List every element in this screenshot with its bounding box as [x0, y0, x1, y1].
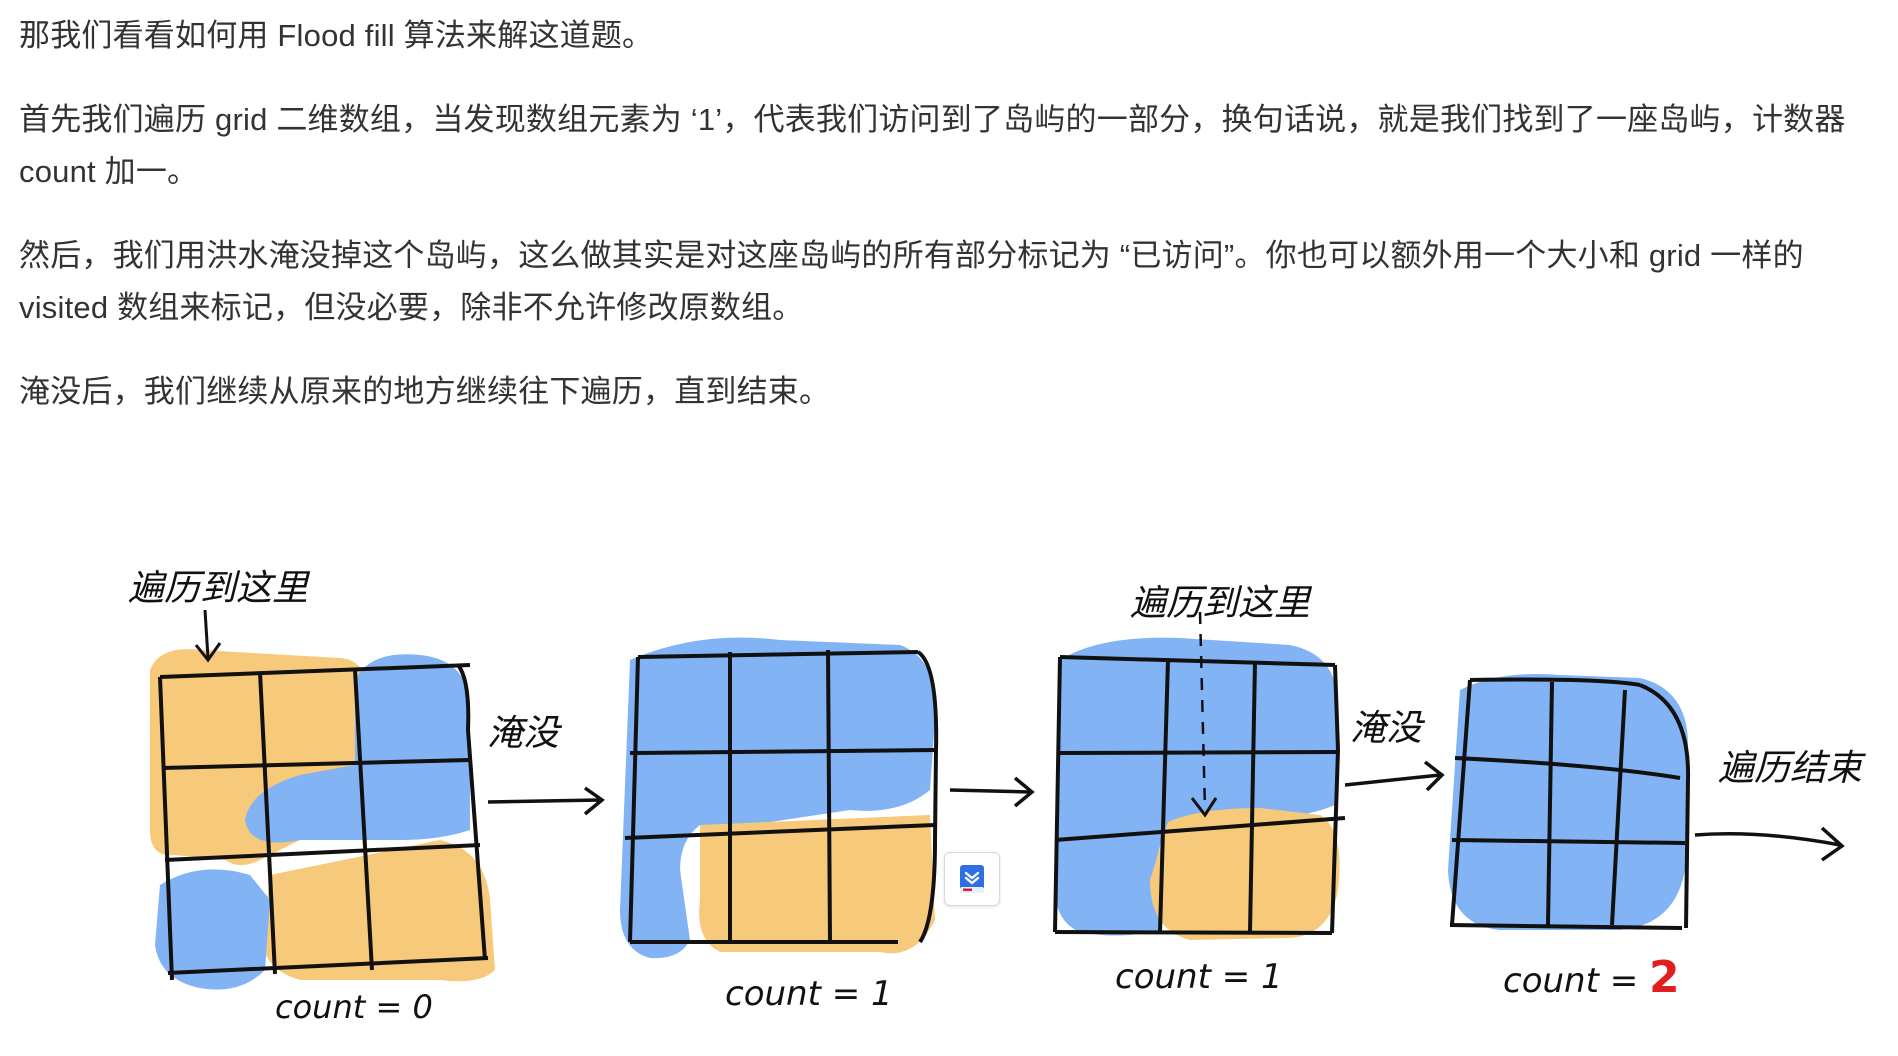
count-4-prefix: count = — [1503, 961, 1649, 1001]
count-1-prefix: count = — [275, 988, 412, 1026]
count-3-prefix: count = — [1115, 957, 1261, 997]
translate-book-icon — [960, 865, 984, 893]
flood-fill-illustration: 遍历到这里 淹没 count = 0 count = 1 — [0, 540, 1898, 1056]
arrow-2 — [949, 776, 1035, 808]
count-label-4: count = 2 — [1503, 952, 1680, 1003]
paragraph-2: 首先我们遍历 grid 二维数组，当发现数组元素为 ‘1’，代表我们访问到了岛屿… — [19, 102, 1846, 189]
article-body: 那我们看看如何用 Flood fill 算法来解这道题。 首先我们遍历 grid… — [19, 10, 1898, 450]
count-label-3: count = 1 — [1115, 957, 1283, 997]
count-4-value: 2 — [1649, 952, 1680, 1003]
label-flood-1: 淹没 — [487, 713, 563, 754]
label-flood-2: 淹没 — [1350, 708, 1426, 749]
count-label-1: count = 0 — [275, 988, 433, 1026]
count-2-prefix: count = — [725, 974, 871, 1014]
arrow-3 — [1344, 760, 1445, 792]
grid-4 — [1448, 674, 1691, 930]
paragraph-4: 淹没后，我们继续从原来的地方继续往下遍历，直到结束。 — [19, 374, 831, 409]
illustration-svg: 遍历到这里 淹没 count = 0 count = 1 — [128, 568, 1866, 1026]
translate-float-button[interactable] — [944, 852, 1000, 906]
label-visit-here-1: 遍历到这里 — [128, 568, 311, 609]
grid-2 — [620, 637, 939, 959]
count-3-value: 1 — [1261, 957, 1283, 997]
arrow-1 — [487, 786, 605, 816]
label-traverse-end: 遍历结束 — [1718, 748, 1866, 789]
paragraph-1: 那我们看看如何用 Flood fill 算法来解这道题。 — [19, 18, 654, 53]
label-visit-here-2: 遍历到这里 — [1130, 583, 1313, 624]
count-label-2: count = 1 — [725, 974, 893, 1014]
paragraph-3: 然后，我们用洪水淹没掉这个岛屿，这么做其实是对这座岛屿的所有部分标记为 “已访问… — [19, 238, 1804, 325]
grid-1 — [150, 609, 495, 990]
count-1-value: 0 — [412, 988, 432, 1026]
count-2-value: 1 — [871, 974, 893, 1014]
arrow-4 — [1694, 826, 1845, 862]
grid-3 — [1053, 611, 1346, 940]
